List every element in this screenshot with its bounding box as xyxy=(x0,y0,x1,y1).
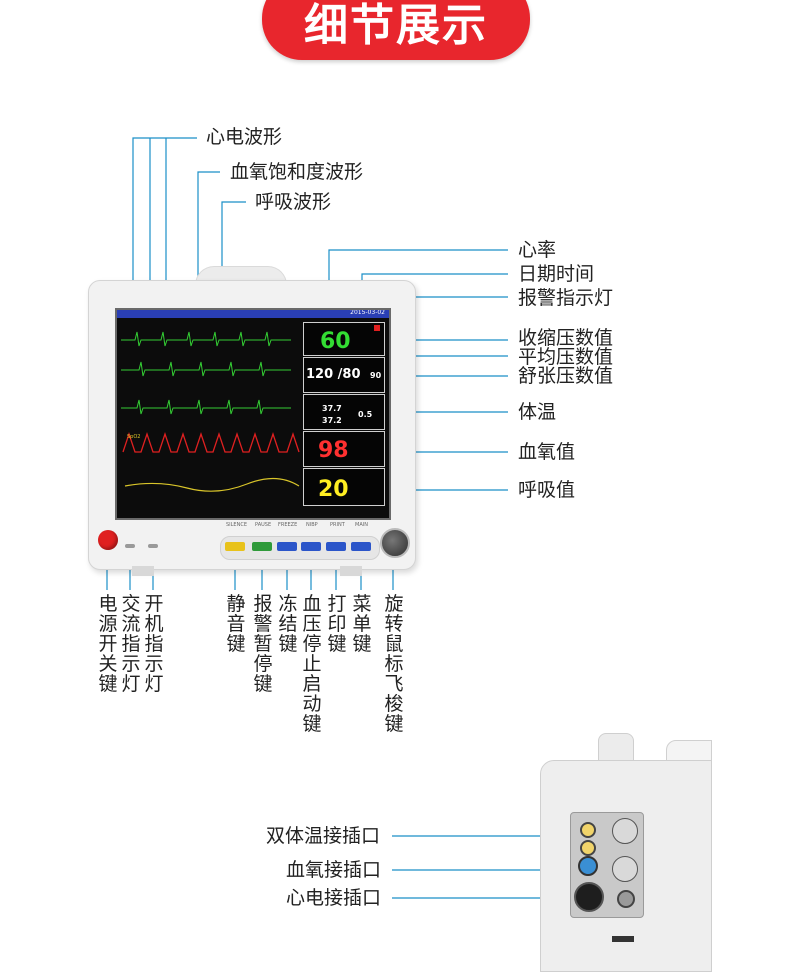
rotary-knob[interactable] xyxy=(380,528,410,558)
screen-status-bar: 2015-03-02 xyxy=(117,310,389,318)
freeze-button[interactable] xyxy=(277,542,297,551)
menu-button[interactable] xyxy=(351,542,371,551)
monitor-foot-right xyxy=(340,566,362,576)
nibp-mean: 90 xyxy=(370,371,382,380)
label-spo2-waveform: 血氧饱和度波形 xyxy=(230,161,364,183)
t1-value: 37.7 xyxy=(322,404,342,413)
monitor-screen: 2015-03-02 SpO2 60 120 /80 90 37.7 37.2 … xyxy=(115,308,391,520)
title-banner: 细节展示 xyxy=(262,0,530,60)
label-spo2-port: 血氧接插口 xyxy=(286,859,382,881)
waveform-area: SpO2 xyxy=(121,331,300,492)
label-resp-waveform: 呼吸波形 xyxy=(255,191,332,213)
label-alarm-light: 报警指示灯 xyxy=(518,287,614,309)
nibp-port[interactable] xyxy=(617,890,635,908)
spo2-value: 98 xyxy=(318,438,349,463)
nibp-value: 120 /80 xyxy=(306,367,361,382)
ecg-port[interactable] xyxy=(574,882,604,912)
td-value: 0.5 xyxy=(358,410,373,419)
key-caption-print: PRINT xyxy=(330,522,345,528)
label-silence-key: 静音键 xyxy=(226,593,246,655)
temp-port-2[interactable] xyxy=(580,840,596,856)
key-caption-silence: SILENCE xyxy=(226,522,247,528)
side-slot xyxy=(612,936,634,942)
label-diastolic: 舒张压数值 xyxy=(518,365,614,387)
nibp-button[interactable] xyxy=(301,542,321,551)
label-nibp-key: 血压停止启动键 xyxy=(302,593,322,735)
label-ecg-port: 心电接插口 xyxy=(286,887,382,909)
label-menu-key: 菜单键 xyxy=(352,593,372,655)
resp-panel: 20 xyxy=(303,468,385,506)
label-print-key: 打印键 xyxy=(327,593,347,655)
label-systolic: 收缩压数值 xyxy=(518,327,614,349)
silence-button[interactable] xyxy=(225,542,245,551)
temp-panel: 37.7 37.2 0.5 xyxy=(303,394,385,430)
power-on-indicator-light xyxy=(148,544,158,548)
label-mean: 平均压数值 xyxy=(518,346,614,368)
label-on-light: 开机指示灯 xyxy=(144,593,164,695)
label-spo2-value: 血氧值 xyxy=(518,441,576,463)
t2-value: 37.2 xyxy=(322,416,342,425)
spo2-port[interactable] xyxy=(578,856,598,876)
screen-date: 2015-03-02 xyxy=(350,309,385,316)
temp-port-1[interactable] xyxy=(580,822,596,838)
banner-title: 细节展示 xyxy=(304,0,488,51)
label-alarm-pause-key: 报警暂停键 xyxy=(253,593,273,695)
hr-value: 60 xyxy=(320,329,351,354)
svg-text:SpO2: SpO2 xyxy=(127,434,140,440)
blank-port-upper xyxy=(612,818,638,844)
label-heart-rate: 心率 xyxy=(518,239,557,261)
label-temp-port: 双体温接插口 xyxy=(266,825,381,847)
blank-port-lower xyxy=(612,856,638,882)
resp-value: 20 xyxy=(318,477,349,502)
label-power-key: 电源开关键 xyxy=(98,593,118,695)
label-freeze-key: 冻结键 xyxy=(278,593,298,655)
key-caption-freeze: FREEZE xyxy=(278,522,298,528)
print-button[interactable] xyxy=(326,542,346,551)
power-button[interactable] xyxy=(98,530,118,550)
key-caption-main: MAIN xyxy=(355,522,368,528)
spo2-panel: 98 xyxy=(303,431,385,467)
key-caption-nibp: NIBP xyxy=(306,522,318,528)
label-datetime: 日期时间 xyxy=(518,263,595,285)
label-knob-key: 旋转鼠标飞梭键 xyxy=(384,593,404,735)
monitor-foot-left xyxy=(132,566,154,576)
ac-indicator-light xyxy=(125,544,135,548)
hr-panel: 60 xyxy=(303,322,385,356)
key-caption-pause: PAUSE xyxy=(255,522,272,528)
label-temperature: 体温 xyxy=(518,401,557,423)
alarm-pause-button[interactable] xyxy=(252,542,272,551)
label-ecg-waveform: 心电波形 xyxy=(206,126,283,148)
heart-icon xyxy=(374,325,380,331)
label-resp-value: 呼吸值 xyxy=(518,479,576,501)
nibp-panel: 120 /80 90 xyxy=(303,357,385,393)
label-ac-light: 交流指示灯 xyxy=(121,593,141,695)
